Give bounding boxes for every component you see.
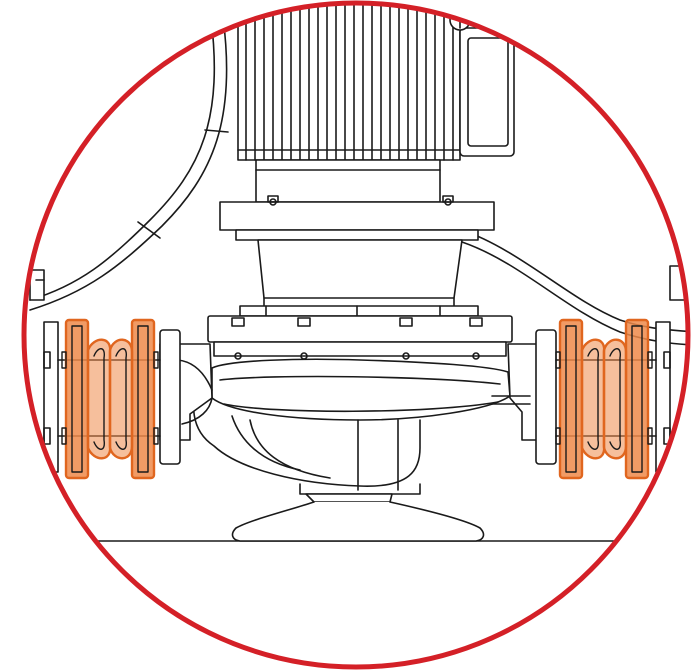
pump-lantern: [239, 239, 479, 317]
motor-flange: [219, 195, 495, 241]
motor-body: [237, 3, 461, 161]
left-conduit: [29, 9, 229, 311]
detail-ring: [21, 0, 691, 670]
pump-base: [231, 493, 485, 542]
motor-neck: [255, 159, 441, 203]
left-flexible-connector: [61, 318, 159, 480]
pump-cover: [207, 315, 513, 360]
left-pump-flange: [159, 329, 181, 465]
right-flexible-connector: [555, 318, 653, 480]
right-pump-flange: [535, 329, 557, 465]
right-pipe-flange: [555, 265, 687, 473]
